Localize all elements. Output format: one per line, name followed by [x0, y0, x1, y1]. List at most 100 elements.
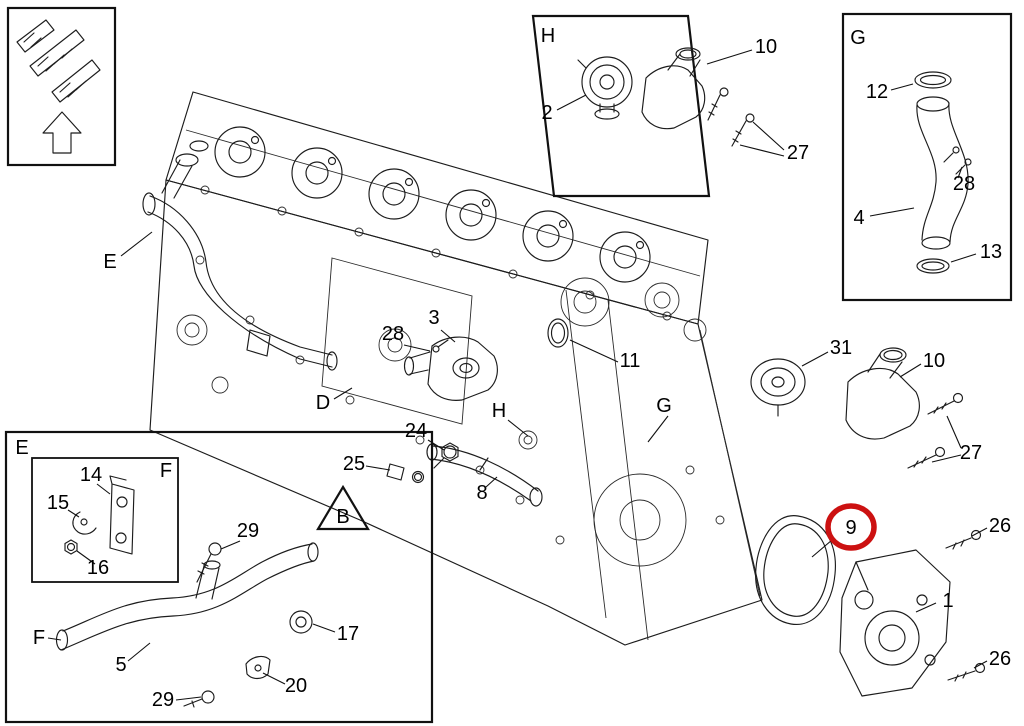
inset-h-title: H — [541, 25, 555, 47]
leader-29-upper — [220, 540, 241, 550]
leader-31 — [801, 351, 829, 367]
water-pump-1-art — [839, 549, 951, 697]
callout-13-inset-g: 13 — [980, 241, 1002, 263]
head-bolt-circles — [200, 185, 672, 321]
callout-9-highlighted: 9 — [845, 517, 856, 539]
leader-3 — [440, 329, 456, 343]
inset-g-studs-28-art — [943, 146, 972, 175]
inset-e-grommet-17-art — [289, 610, 313, 634]
callout-20: 20 — [285, 675, 307, 697]
inset-e-title: E — [15, 437, 28, 459]
callout-2-inset-h: 2 — [541, 102, 552, 124]
leader-1 — [915, 602, 937, 613]
callout-31: 31 — [830, 337, 852, 359]
callout-labels: E 28 3 D H 24 25 8 11 G 31 10 27 9 26 1 … — [15, 25, 1011, 711]
callout-5: 5 — [115, 654, 126, 676]
leader-lines — [47, 49, 988, 701]
leader-27-inset-h — [739, 121, 785, 157]
bolts-27-main-art — [907, 392, 964, 469]
callout-29-lower: 29 — [152, 689, 174, 711]
inset-e-bolt-29-lower-art — [183, 690, 215, 708]
leader-d — [333, 387, 353, 400]
leader-27-main — [931, 415, 962, 463]
leader-17 — [312, 623, 336, 633]
callout-27-main: 27 — [960, 442, 982, 464]
callout-10-main: 10 — [923, 350, 945, 372]
seal-ring-11-art — [547, 318, 569, 348]
callout-12-inset-g: 12 — [866, 81, 888, 103]
callout-letter-e: E — [103, 251, 116, 273]
callout-26-upper: 26 — [989, 515, 1011, 537]
leader-28-main — [403, 344, 431, 352]
cylinder-head-circles — [214, 126, 651, 283]
leader-29-lower — [175, 696, 202, 701]
leader-20 — [262, 672, 286, 685]
engine-block-drawing — [142, 91, 986, 697]
leader-26-lower — [973, 660, 988, 669]
callout-17: 17 — [337, 623, 359, 645]
leader-24 — [427, 439, 445, 451]
orientation-inset-box — [6, 6, 117, 167]
callout-14: 14 — [80, 464, 102, 486]
leader-4-inset-g — [869, 207, 915, 217]
inset-h-housing-10-art — [641, 47, 706, 130]
leader-g-main — [647, 415, 669, 443]
inset-box-e — [4, 430, 434, 724]
leader-11 — [569, 339, 619, 363]
outlet-housing-10-art — [845, 347, 920, 440]
leader-5 — [127, 642, 151, 662]
inset-e-pipe-5-art — [55, 542, 319, 651]
callout-8: 8 — [476, 482, 487, 504]
inset-box-h — [531, 14, 755, 198]
leader-9 — [811, 539, 833, 558]
bolts-26-art — [945, 529, 986, 682]
gasket-strips-art — [16, 19, 101, 103]
leader-f — [47, 637, 62, 641]
inset-e-inner-f-title: F — [160, 460, 172, 482]
leader-13-inset-g — [950, 253, 977, 263]
highlight-circle-part-9 — [825, 503, 877, 551]
inset-e-nut-16-art — [64, 539, 78, 555]
inset-h-thermostat-2-art — [577, 56, 633, 120]
inset-e-frame — [4, 430, 434, 724]
leader-26-upper — [971, 527, 988, 537]
callout-25: 25 — [343, 453, 365, 475]
callout-28-main: 28 — [382, 323, 404, 345]
block-face-details — [176, 255, 761, 641]
inset-h-frame — [531, 14, 711, 198]
leader-8 — [485, 476, 498, 488]
warning-triangle-b — [316, 484, 370, 531]
callout-26-lower: 26 — [989, 648, 1011, 670]
orientation-box-frame — [6, 6, 117, 167]
callout-24: 24 — [405, 420, 427, 442]
inset-e-clamp-20-art — [245, 655, 271, 680]
leader-2-inset-h — [556, 94, 587, 111]
inset-g-pipe-4-art — [916, 96, 969, 250]
leader-15 — [67, 509, 80, 518]
leader-e-main — [120, 231, 153, 257]
leader-12-inset-g — [890, 83, 914, 91]
inset-e-bracket-14-art — [109, 475, 135, 555]
callout-16: 16 — [87, 557, 109, 579]
coolant-pipe-left-art — [142, 140, 338, 371]
callout-27-inset-h: 27 — [787, 142, 809, 164]
callout-29-upper: 29 — [237, 520, 259, 542]
callout-letter-h: H — [492, 400, 506, 422]
callout-10-inset-h: 10 — [755, 36, 777, 58]
plug-25-art — [386, 463, 425, 484]
leader-10-inset-h — [706, 49, 753, 65]
inset-e-clip-15-art — [72, 511, 97, 535]
callout-28-inset-g: 28 — [953, 173, 975, 195]
leader-16 — [76, 550, 96, 565]
pump-gasket-9-art — [755, 515, 836, 626]
leader-25 — [365, 465, 391, 471]
callout-letter-g: G — [656, 395, 672, 417]
inset-g-frame — [841, 12, 1013, 302]
callout-letter-d: D — [316, 392, 330, 414]
inset-g-oring-12-art — [914, 71, 952, 89]
leader-14 — [96, 483, 111, 495]
thermostat-31-art — [750, 358, 806, 417]
inset-e-inner-f-frame — [31, 457, 179, 583]
callout-4-inset-g: 4 — [853, 207, 864, 229]
